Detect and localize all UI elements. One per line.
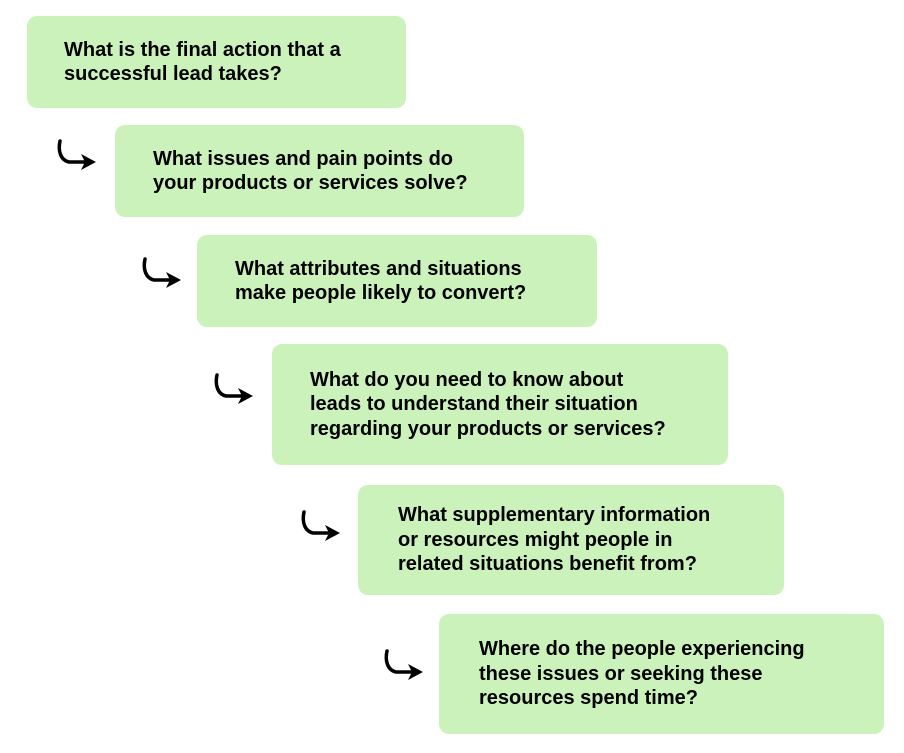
connector-arrow-icon-5: [383, 648, 427, 684]
connector-arrow-icon-3: [213, 372, 257, 408]
step-box-6: Where do the people experiencing these i…: [439, 614, 884, 734]
step-box-2: What issues and pain points do your prod…: [115, 125, 524, 217]
step-box-5: What supplementary information or resour…: [358, 485, 784, 595]
connector-arrow-icon-1: [56, 138, 100, 174]
step-box-1: What is the final action that a successf…: [27, 16, 406, 108]
step-text-1: What is the final action that a successf…: [64, 38, 341, 86]
step-box-3: What attributes and situations make peop…: [197, 235, 597, 327]
step-text-2: What issues and pain points do your prod…: [153, 147, 468, 195]
step-box-4: What do you need to know about leads to …: [272, 344, 728, 465]
connector-arrow-icon-4: [300, 509, 344, 545]
step-text-3: What attributes and situations make peop…: [235, 257, 527, 305]
step-text-5: What supplementary information or resour…: [398, 504, 711, 576]
step-text-4: What do you need to know about leads to …: [310, 368, 666, 440]
step-text-6: Where do the people experiencing these i…: [479, 638, 805, 710]
connector-arrow-icon-2: [141, 256, 185, 292]
